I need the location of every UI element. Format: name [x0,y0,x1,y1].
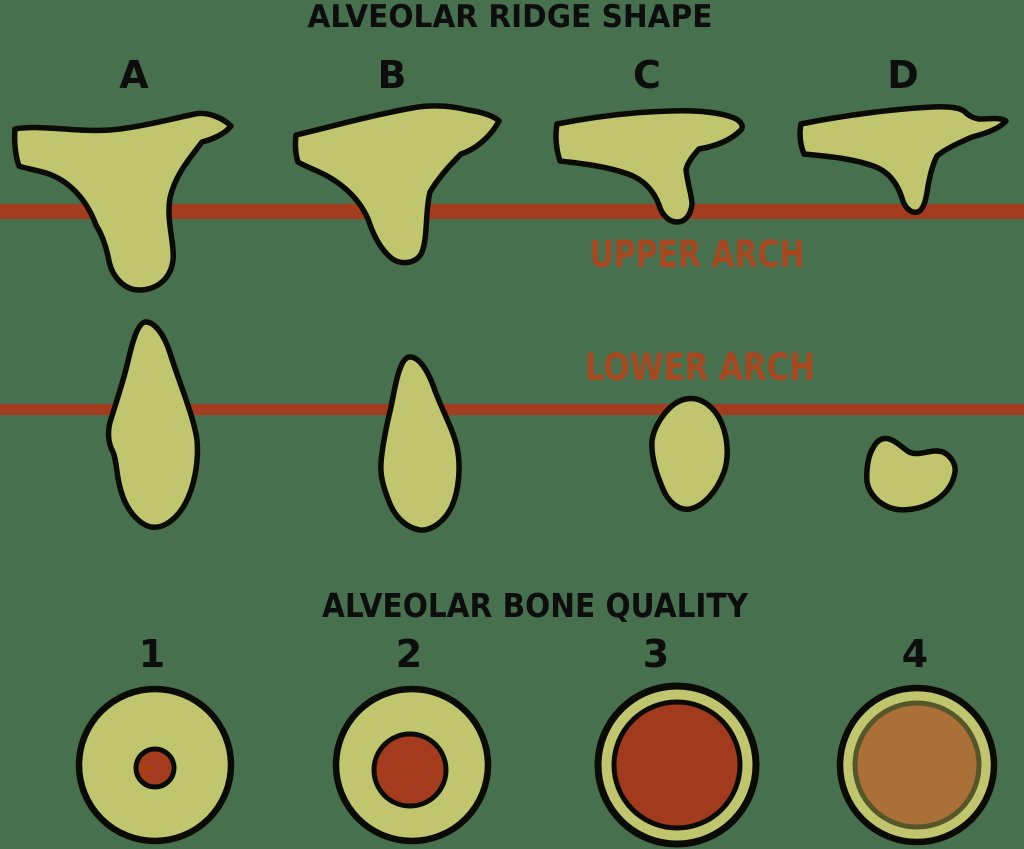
bone-2-marrow-core [371,731,449,809]
column-label-a: A [119,53,149,97]
bone-4-marrow-core [852,700,982,830]
upper-ridge-shape-a [11,110,234,293]
bone-quality-circle-4 [836,684,998,846]
column-label-c: C [633,53,661,97]
upper-ridge-shape-d [797,104,1009,216]
bone-3-marrow-core [611,699,743,831]
lower-arch-label: LOWER ARCH [585,346,815,389]
upper-ridge-shape-c [553,108,745,225]
lower-ridge-shape-b [378,354,462,533]
bone-quality-circle-2 [332,685,492,845]
lower-ridge-shape-d [864,435,958,513]
ridge-section-title: ALVEOLAR RIDGE SHAPE [308,0,713,35]
upper-ridge-shape-b [292,103,502,266]
upper-arch-line [0,204,1024,219]
bone-type-label-3: 3 [643,632,669,676]
bone-section-title: ALVEOLAR BONE QUALITY [322,586,749,625]
bone-quality-circle-1 [75,685,235,845]
lower-ridge-shape-a [105,319,201,530]
bone-type-label-4: 4 [902,632,928,676]
column-label-d: D [887,53,919,97]
bone-type-label-2: 2 [396,632,422,676]
bone-type-label-1: 1 [139,632,165,676]
upper-arch-label: UPPER ARCH [590,233,805,276]
bone-1-marrow-core [133,746,177,790]
bone-quality-circle-3 [594,682,760,848]
lower-arch-line [0,404,1024,415]
lower-ridge-shape-c [649,395,730,512]
column-label-b: B [378,53,407,97]
